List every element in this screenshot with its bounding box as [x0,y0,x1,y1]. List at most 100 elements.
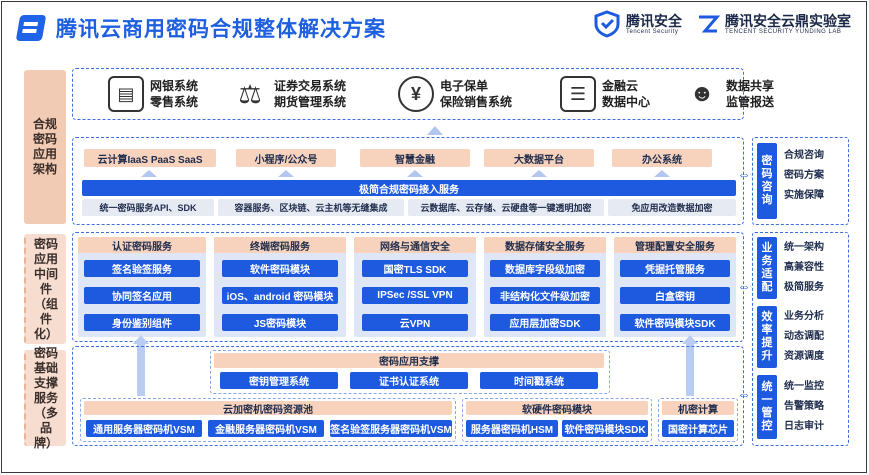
double-arrow-icon: ⇔ [737,166,751,182]
yen-icon: ¥ [398,76,434,112]
title-mark-icon [15,15,47,41]
base-module-title: 软硬件密码模块 [466,401,648,416]
yunding-icon [699,15,720,33]
base-pool-item: 金融服务器密码机VSM [208,420,324,437]
app-box-cloud: 云计算IaaS PaaS SaaS [84,149,216,167]
mw-title-config: 管理配置安全服务 [614,237,736,253]
base-pool-frame [80,398,456,442]
system-online-banking: ▤ 网银系统零售系统 [108,76,198,112]
arrow-up-left-shaft [137,344,145,396]
label-base-service: 密码基础支撑服务（多品牌） [24,346,66,450]
access-item-api: 统一密码服务API、SDK [82,199,214,216]
arrow-up-icon [682,335,698,344]
server-icon: ▤ [108,76,144,112]
rp-label-control: 统一管控 [757,375,777,439]
system-finance-cloud: ☰ 金融云数据中心 [560,76,650,112]
rp-label-consult: 密码咨询 [757,143,777,219]
support-item: 证书认证系统 [350,372,468,389]
mw-title-terminal: 终端密码服务 [214,237,346,253]
mw-network-item: 云VPN [362,314,468,331]
arrow-up-icon [278,170,294,177]
access-item-noapp: 免应用改造数据加密 [608,199,736,216]
access-service-bar: 极简合规密码接入服务 [82,180,736,196]
base-module-item: 软件密码模块SDK [562,420,648,437]
newspaper-icon: ☰ [560,76,596,112]
mw-auth-item: 身份鉴别组件 [84,314,200,331]
logo1-main: 腾讯安全 [626,12,682,29]
systems-frame [72,68,744,120]
app-box-fintech: 智慧金融 [360,149,470,167]
app-box-miniprogram: 小程序/公众号 [236,149,336,167]
rp-label-adapt: 业务适配 [757,237,777,299]
double-arrow-icon: ⇔ [737,278,751,294]
app-layer-frame [72,137,744,225]
arrow-up-icon [531,170,547,177]
base-module-item: 服务器密码机HSM [466,420,558,437]
mw-storage-item: 应用层加密SDK [490,314,600,331]
base-confidential-title: 机密计算 [662,401,734,416]
app-box-bigdata: 大数据平台 [484,149,594,167]
system-data-sharing: ☻ 数据共享监管报送 [684,76,774,112]
logo2-main: 腾讯安全云鼎实验室 [725,12,851,29]
system-securities: ⚖ 证券交易系统期货管理系统 [232,76,346,112]
shield-icon [594,10,620,38]
title-bar: 腾讯云商用密码合规整体解决方案 [15,11,386,45]
mw-title-network: 网络与通信安全 [354,237,476,253]
rp-items-consult: 合规咨询密码方案实施保障 [784,150,824,201]
base-confidential-frame [658,398,738,442]
page-title: 腾讯云商用密码合规整体解决方案 [56,18,386,41]
base-pool-title: 云加密机密码资源池 [84,401,452,416]
base-pool-item: 通用服务器密码机VSM [86,420,202,437]
arrow-up-right-shaft [686,344,694,396]
mw-terminal-item: JS密码模块 [222,314,338,331]
mw-title-auth: 认证密码服务 [78,237,206,253]
support-item: 密钥管理系统 [220,372,338,389]
gavel-icon: ⚖ [238,78,262,109]
rp-items-adapt: 统一架构高兼容性极简服务 [784,242,824,293]
yunding-lab-logo: 腾讯安全云鼎实验室 TENCENT SECURITY YUNDING LAB [696,12,851,36]
brand-logos: 腾讯安全 Tencent Security 腾讯安全云鼎实验室 TENCENT … [593,10,851,38]
arrow-up-icon [141,170,157,177]
right-panel-consult-frame [752,137,849,225]
rp-label-efficiency: 效率提升 [757,306,777,368]
mw-config-item: 软件密码模块SDK [620,314,730,331]
right-panel-ops-frame [752,232,849,446]
mw-auth-item: 协同签名应用 [84,287,200,304]
support-frame [210,350,610,394]
mw-auth-item: 签名验签服务 [84,260,200,277]
arrow-up-icon [133,335,149,344]
rp-items-efficiency: 业务分析动态调配资源调度 [784,311,824,362]
label-architecture: 合规密码应用架构 [24,70,66,224]
arrow-up-icon [407,170,423,177]
access-item-database: 云数据库、云存储、云硬盘等一键透明加密 [408,199,604,216]
tencent-security-logo: 腾讯安全 Tencent Security [593,10,682,38]
logo2-sub: TENCENT SECURITY YUNDING LAB [725,28,842,35]
mw-terminal-item: 软件密码模块 [222,260,338,277]
base-pool-item: 签名验签服务器密码机VSM [330,420,452,437]
mw-terminal-item: iOS、android 密码模块 [222,287,338,304]
double-arrow-icon: ⇔ [737,386,751,402]
mw-config-item: 凭据托管服务 [620,260,730,277]
access-item-container: 容器服务、区块链、云主机等无缝集成 [218,199,404,216]
app-box-office: 办公系统 [612,149,712,167]
base-confidential-item: 国密计算芯片 [662,420,734,437]
label-middleware: 密码应用中间件（组件化） [24,234,66,344]
base-frame [72,346,744,446]
arrow-up-icon [427,126,443,135]
mw-storage-item: 非结构化文件级加密 [490,287,600,304]
mw-storage-item: 数据库字段级加密 [490,260,600,277]
rp-items-control: 统一监控告警策略日志审计 [784,381,824,432]
support-item: 时间戳系统 [480,372,598,389]
arrow-up-icon [654,170,670,177]
logo1-sub: Tencent Security [626,28,679,35]
mw-title-storage: 数据存储安全服务 [484,237,606,253]
base-module-frame [462,398,652,442]
middleware-frame [72,232,744,342]
support-title: 密码应用支撑 [214,353,604,368]
mw-network-item: IPSec /SSL VPN [362,287,468,304]
mw-network-item: 国密TLS SDK [362,260,468,277]
system-insurance: ¥ 电子保单保险销售系统 [398,76,512,112]
people-icon: ☻ [689,80,715,107]
mw-config-item: 白盒密钥 [620,287,730,304]
